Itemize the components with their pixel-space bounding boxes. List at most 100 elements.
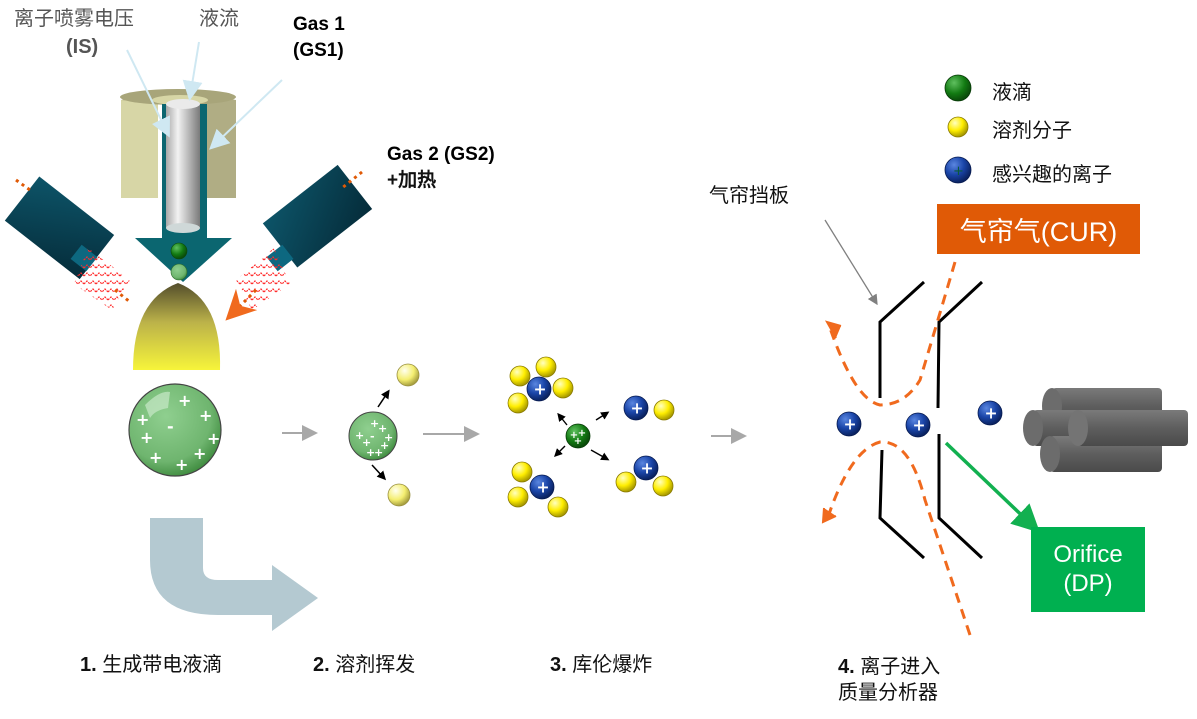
evaporating-droplet: +++ +++ ++-	[348, 363, 420, 507]
heater-right	[225, 164, 373, 321]
solvent-molecule	[387, 483, 411, 507]
gas1-label: Gas 1	[293, 14, 345, 35]
solvent-molecule	[535, 356, 557, 378]
positive-charge-icon: +	[574, 436, 582, 447]
positive-charge-icon: +	[843, 415, 856, 433]
svg-text:+: +	[199, 406, 212, 425]
gas2-label: Gas 2 (GS2)	[387, 144, 495, 165]
fission-arrow	[595, 411, 610, 421]
svg-text:+: +	[207, 429, 220, 448]
svg-text:+: +	[178, 391, 191, 410]
gas1-abbr: (GS1)	[293, 40, 344, 61]
ion-spray-voltage-label: 离子喷雾电压	[14, 8, 134, 30]
gas1-pointer	[209, 79, 283, 150]
interface-region: + + +	[821, 219, 1188, 636]
legend-label-droplet: 液滴	[992, 82, 1032, 104]
svg-text:-: -	[370, 430, 375, 443]
curtain-gas-flow	[828, 261, 957, 407]
step-number: 2.	[313, 654, 330, 676]
step-text: 生成带电液滴	[102, 654, 223, 676]
svg-text:+: +	[380, 439, 389, 452]
ion-of-interest	[623, 395, 649, 421]
svg-text:+: +	[374, 446, 383, 459]
curtain-plate-pointer	[824, 219, 878, 306]
step-3: 3. 库伦爆炸	[550, 652, 652, 678]
orifice-badge: Orifice (DP)	[1031, 527, 1145, 612]
ion-of-interest	[526, 376, 552, 402]
solvent-molecule	[653, 399, 675, 421]
legend-label-ion: 感兴趣的离子	[992, 164, 1112, 186]
step-text: 离子进入	[860, 656, 941, 678]
ion-of-interest	[529, 474, 555, 500]
charged-droplet: +++ +++ ++-	[128, 383, 222, 477]
legend-icons: +	[944, 74, 972, 184]
svg-text:+: +	[175, 455, 188, 474]
solvent-molecule	[547, 496, 569, 518]
solvent-molecule	[615, 471, 637, 493]
svg-text:+: +	[384, 431, 393, 444]
positive-charge-icon: +	[536, 478, 549, 496]
fission-arrow	[557, 412, 568, 426]
orifice-plate-lower	[937, 434, 984, 560]
fission-droplet	[565, 423, 591, 449]
step-1: 1. 生成带电液滴	[80, 652, 222, 678]
fission-arrow	[590, 449, 610, 461]
step-number: 4.	[838, 656, 855, 678]
gas2-heat-label: +加热	[387, 170, 437, 191]
positive-charge-icon: +	[640, 459, 653, 477]
is-pointer	[126, 49, 170, 138]
liquid-flow-label: 液流	[199, 8, 239, 30]
svg-text:+: +	[366, 446, 375, 459]
svg-text:+: +	[953, 164, 964, 179]
ion-of-interest	[977, 400, 1003, 426]
solvent-molecule	[509, 365, 531, 387]
spray-direction-arrow	[135, 238, 232, 282]
curtain-plate-upper	[878, 280, 926, 398]
solvent-molecule	[511, 461, 533, 483]
curtain-plate-label: 气帘挡板	[709, 185, 789, 207]
solvent-molecule	[507, 486, 529, 508]
orifice-pointer	[944, 441, 1041, 533]
ion-of-interest	[836, 411, 862, 437]
step-text: 库伦爆炸	[572, 654, 653, 676]
orifice-plate-upper	[936, 280, 984, 409]
liquid-pointer	[182, 41, 203, 101]
svg-text:+: +	[370, 417, 379, 430]
process-flow-arrow	[150, 518, 318, 631]
solvent-molecule	[552, 377, 574, 399]
svg-text:+: +	[193, 444, 206, 463]
green-droplet-icon	[944, 74, 972, 102]
esi-source	[4, 41, 373, 370]
svg-text:+: +	[140, 428, 153, 447]
spray-plume	[133, 283, 221, 370]
curtain-plate-lower	[878, 449, 926, 560]
solvent-molecule	[396, 363, 420, 387]
step-number: 3.	[550, 654, 567, 676]
curtain-gas-flow	[825, 440, 972, 636]
svg-text:-: -	[167, 417, 174, 436]
legend-label-solvent: 溶剂分子	[992, 120, 1072, 142]
blue-ion-icon	[944, 156, 972, 184]
solvent-molecule	[652, 475, 674, 497]
svg-text:+: +	[136, 410, 149, 429]
step-text-line2: 质量分析器	[838, 682, 938, 704]
orifice-label: Orifice	[1053, 540, 1123, 568]
step-2: 2. 溶剂挥发	[313, 652, 415, 678]
positive-charge-icon: +	[570, 430, 578, 441]
tip-droplet	[170, 263, 188, 281]
ion-of-interest	[905, 412, 931, 438]
step-number: 1.	[80, 654, 97, 676]
positive-charge-icon: +	[533, 380, 546, 398]
ion-spray-voltage-abbr: (IS)	[66, 36, 99, 58]
positive-charge-icon: +	[630, 399, 643, 417]
step-4: 4. 离子进入 质量分析器	[838, 654, 940, 706]
fission-arrow	[554, 445, 566, 457]
heater-left	[4, 176, 131, 310]
ion-of-interest	[633, 455, 659, 481]
positive-charge-icon: +	[984, 404, 997, 422]
positive-charge-icon: +	[912, 416, 925, 434]
svg-text:+: +	[362, 436, 371, 449]
tip-droplet	[170, 242, 188, 260]
svg-text:+: +	[355, 429, 364, 442]
